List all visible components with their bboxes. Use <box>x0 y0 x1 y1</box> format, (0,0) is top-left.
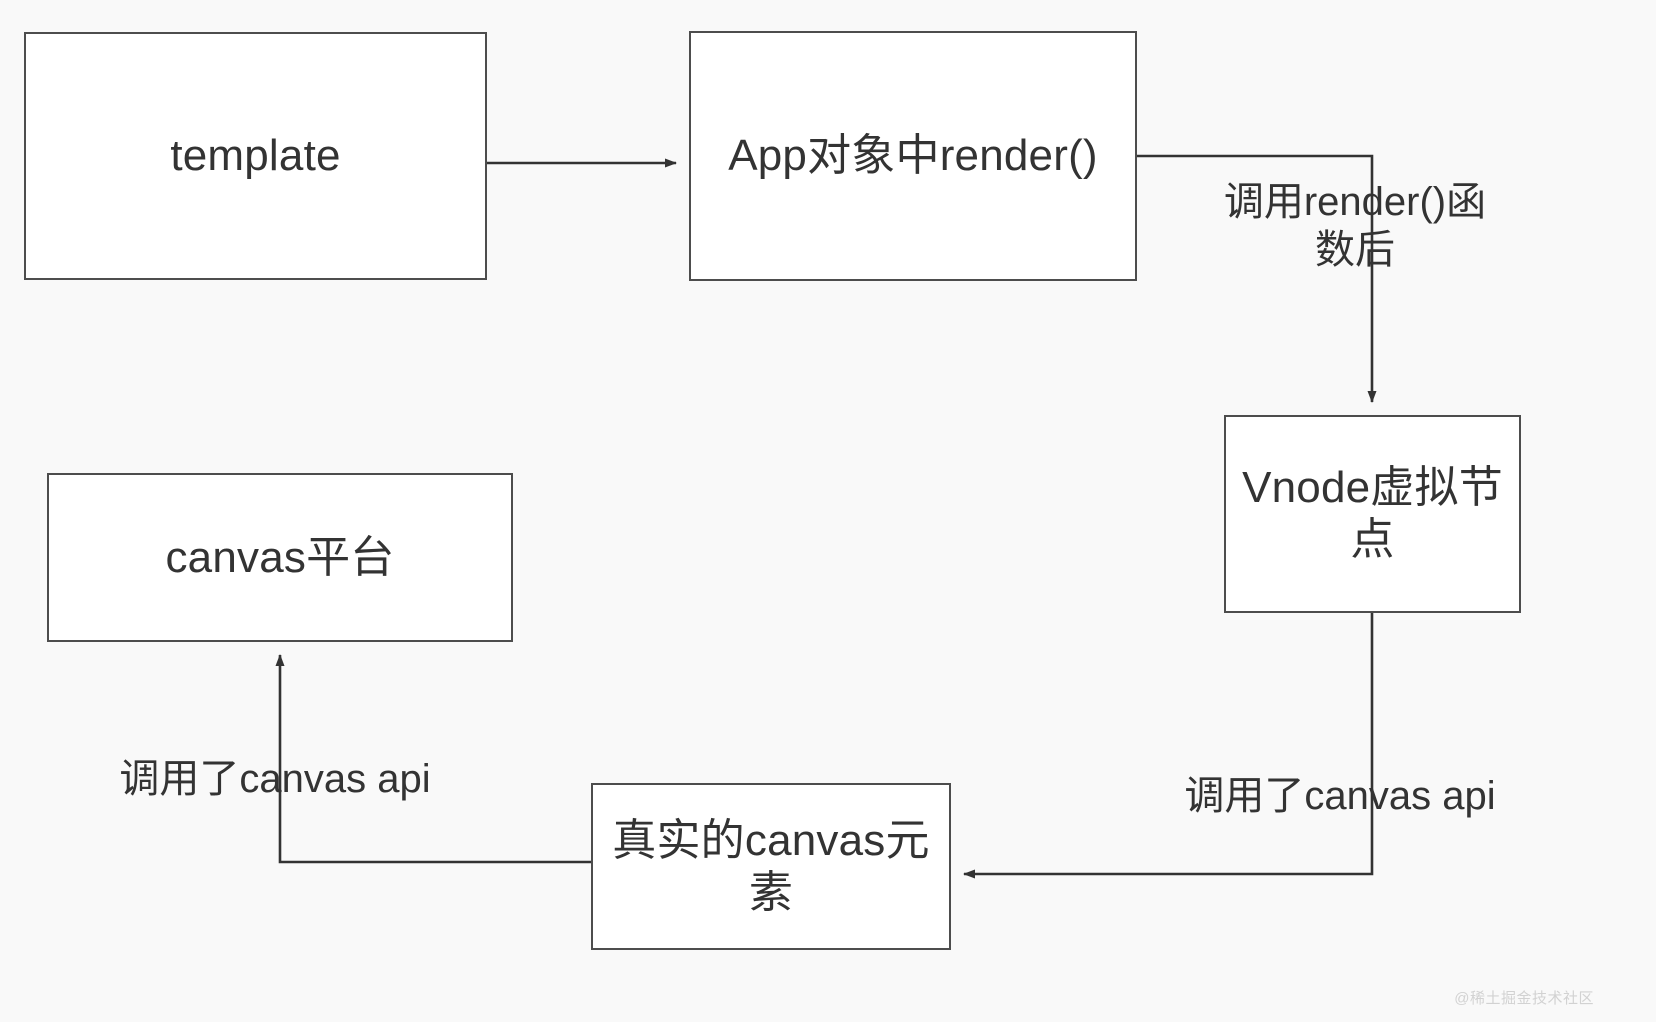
node-template[interactable]: template <box>24 32 487 280</box>
node-app-render-label: App对象中render() <box>728 131 1098 181</box>
node-canvas-platform[interactable]: canvas平台 <box>47 473 513 642</box>
node-vnode[interactable]: Vnode虚拟节 点 <box>1224 415 1521 613</box>
node-template-label: template <box>170 131 341 181</box>
edge-vnode-to-real-canvas <box>963 613 1374 879</box>
node-vnode-label: Vnode虚拟节 点 <box>1242 463 1503 564</box>
watermark: @稀土掘金技术社区 <box>1454 990 1594 1007</box>
node-real-canvas-element-label: 真实的canvas元 素 <box>612 815 930 917</box>
node-real-canvas-element[interactable]: 真实的canvas元 素 <box>591 783 951 950</box>
node-canvas-platform-label: canvas平台 <box>165 532 395 582</box>
edge-real-canvas-to-canvas-platform <box>275 654 591 864</box>
edge-app-render-to-vnode <box>1137 154 1377 403</box>
node-app-render[interactable]: App对象中render() <box>689 31 1137 281</box>
